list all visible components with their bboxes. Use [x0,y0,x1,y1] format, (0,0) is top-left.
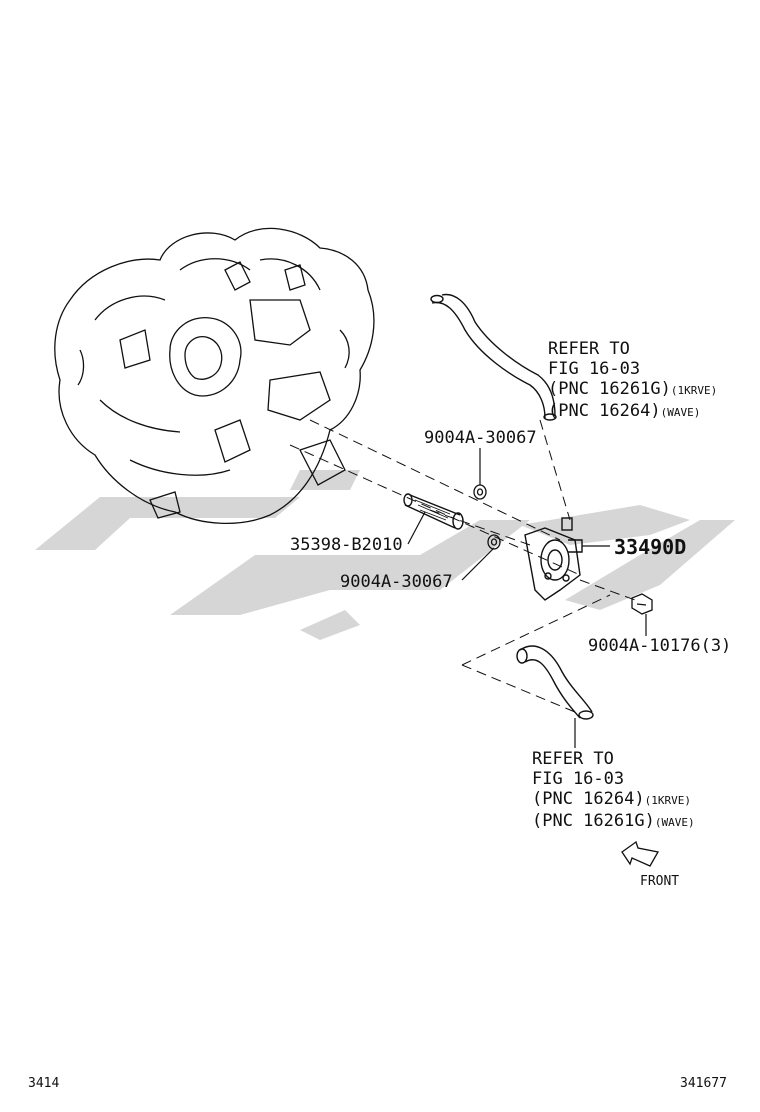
dashed-guides [289,419,636,713]
lower-hose [516,645,594,720]
transmission-illustration [54,227,375,525]
refer-lower-line1: REFER TO [532,749,614,769]
part-number-gasket-upper: 9004A-30067 [424,428,537,448]
upper-hose [430,293,557,421]
page-number-left: 3414 [28,1076,60,1091]
part-number-pipe: 35398-B2010 [290,535,403,555]
refer-upper-row4: (PNC 16264)(WAVE) [548,401,717,423]
refer-lower: REFER TO FIG 16-03 (PNC 16264)(1KRVE) (P… [532,749,695,833]
refer-lower-line4: (PNC 16261G) [532,811,655,831]
refer-upper: REFER TO FIG 16-03 (PNC 16261G)(1KRVE) (… [548,339,717,423]
refer-upper-row3: (PNC 16261G)(1KRVE) [548,379,717,401]
refer-upper-line3-note: (1KRVE) [670,384,718,397]
refer-lower-line3: (PNC 16264) [532,789,645,809]
refer-lower-line4-note: (WAVE) [654,816,695,829]
refer-lower-line3-note: (1KRVE) [644,794,691,807]
part-number-oil-cooler: 33490D [614,535,687,559]
part-number-bolt: 9004A-10176(3) [588,636,732,656]
refer-lower-row3: (PNC 16264)(1KRVE) [532,789,695,811]
gasket-lower-shape [487,534,501,550]
part-number-gasket-lower: 9004A-30067 [340,572,453,592]
front-label: FRONT [640,874,680,889]
watermark-logo [35,470,735,640]
refer-upper-line3: (PNC 16261G) [548,379,671,399]
refer-upper-line4-note: (WAVE) [660,406,701,419]
refer-upper-line4: (PNC 16264) [548,401,661,421]
refer-upper-line1: REFER TO [548,339,630,359]
front-arrow-icon [621,840,660,867]
bolt-part [631,593,653,615]
refer-lower-row4: (PNC 16261G)(WAVE) [532,811,695,833]
refer-upper-line2: FIG 16-03 [548,359,641,379]
gasket-upper-shape [473,484,487,500]
page-number-right: 341677 [680,1076,727,1091]
leader-lines [407,448,647,748]
pipe-part [403,493,464,530]
refer-lower-line2: FIG 16-03 [532,769,625,789]
